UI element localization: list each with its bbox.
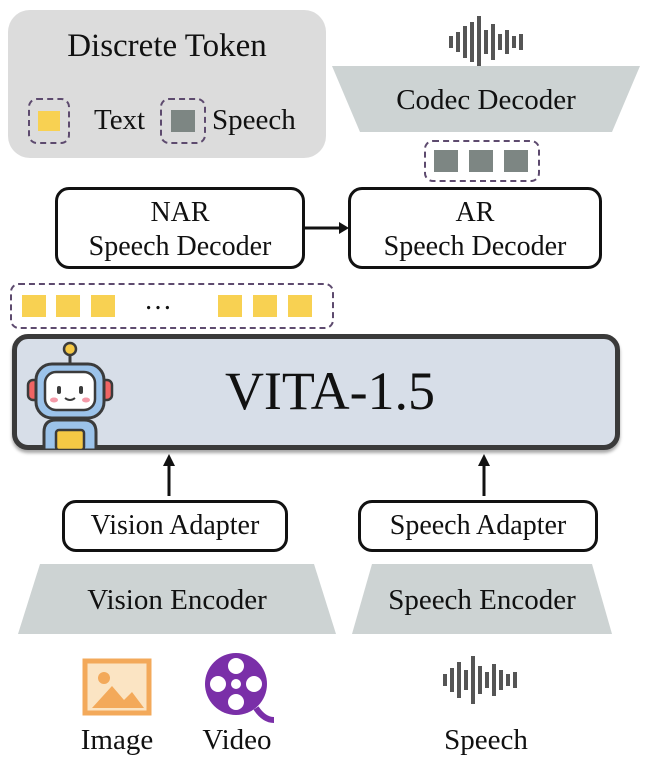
legend-text-label: Text bbox=[94, 104, 146, 136]
speech-to-model-arrow bbox=[478, 454, 490, 496]
text-token bbox=[253, 295, 277, 317]
nar-decoder-line2: Speech Decoder bbox=[88, 231, 272, 262]
vision-adapter-box: Vision Adapter bbox=[62, 500, 288, 552]
speech-caption: Speech bbox=[444, 724, 528, 756]
video-caption: Video bbox=[202, 724, 272, 756]
image-icon bbox=[82, 658, 152, 716]
speech-token-group bbox=[424, 140, 540, 182]
speech-token-swatch bbox=[171, 110, 195, 132]
speech-token bbox=[469, 150, 493, 172]
image-caption: Image bbox=[80, 724, 154, 756]
text-token bbox=[22, 295, 46, 317]
vision-adapter-label: Vision Adapter bbox=[90, 510, 260, 541]
codec-decoder-shape bbox=[332, 66, 640, 132]
text-token bbox=[56, 295, 80, 317]
speech-adapter-box: Speech Adapter bbox=[358, 500, 598, 552]
codec-decoder-label: Codec Decoder bbox=[396, 84, 576, 116]
ar-decoder-line2: Speech Decoder bbox=[383, 231, 567, 262]
vision-encoder-shape bbox=[18, 564, 336, 634]
speech-token bbox=[434, 150, 458, 172]
legend-title: Discrete Token bbox=[67, 28, 267, 64]
speech-input-waveform-icon bbox=[443, 656, 517, 704]
video-reel-icon bbox=[205, 653, 275, 723]
text-token bbox=[91, 295, 115, 317]
speech-output-waveform-icon bbox=[449, 16, 523, 68]
vita-model-box bbox=[12, 334, 620, 450]
text-token-legend-frame bbox=[28, 98, 70, 144]
text-token-swatch bbox=[38, 111, 60, 131]
legend-speech-label: Speech bbox=[212, 104, 296, 136]
speech-encoder-label: Speech Encoder bbox=[388, 584, 576, 616]
text-token-sequence: … bbox=[10, 283, 334, 329]
robot-icon bbox=[26, 341, 114, 450]
vision-encoder-label: Vision Encoder bbox=[87, 584, 267, 616]
model-title: VITA-1.5 bbox=[224, 361, 436, 421]
nar-speech-decoder-box: NAR Speech Decoder bbox=[55, 187, 305, 269]
text-token bbox=[218, 295, 242, 317]
vision-to-model-arrow bbox=[163, 454, 175, 496]
nar-to-ar-arrow bbox=[305, 222, 349, 234]
speech-adapter-label: Speech Adapter bbox=[389, 510, 567, 541]
text-token bbox=[288, 295, 312, 317]
speech-token-legend-frame bbox=[160, 98, 206, 144]
speech-encoder-shape bbox=[352, 564, 612, 634]
ar-decoder-line1: AR bbox=[455, 197, 495, 228]
nar-decoder-line1: NAR bbox=[150, 197, 210, 228]
speech-token bbox=[504, 150, 528, 172]
legend-panel bbox=[8, 10, 326, 158]
ar-speech-decoder-box: AR Speech Decoder bbox=[348, 187, 602, 269]
token-ellipsis: … bbox=[144, 285, 172, 316]
